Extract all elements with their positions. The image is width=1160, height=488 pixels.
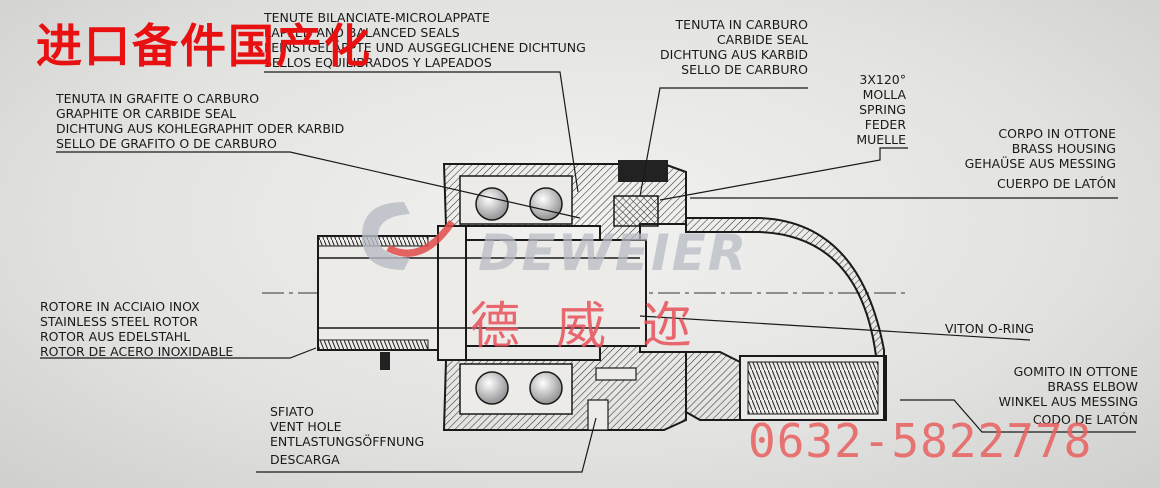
deweier-logo-icon (362, 202, 455, 270)
svg-text:CODO DE LATÓN: CODO DE LATÓN (1033, 412, 1138, 427)
svg-text:BRASS ELBOW: BRASS ELBOW (1047, 379, 1138, 394)
svg-text:ENTLASTUNGSÖFFNUNG: ENTLASTUNGSÖFFNUNG (270, 433, 424, 449)
label-oring: VITON O-RING (945, 321, 1034, 336)
brass-housing-upper (442, 160, 687, 241)
svg-text:VENT HOLE: VENT HOLE (270, 419, 342, 434)
label-spring: 3X120° MOLLA SPRING FEDER MUELLE (856, 72, 906, 147)
svg-text:GRAPHITE OR CARBIDE SEAL: GRAPHITE OR CARBIDE SEAL (56, 106, 236, 121)
brass-housing-lower (442, 345, 687, 431)
svg-text:STAINLESS STEEL ROTOR: STAINLESS STEEL ROTOR (40, 314, 198, 329)
leader-lines (40, 71, 1136, 473)
svg-text:DICHTUNG AUS KARBID: DICHTUNG AUS KARBID (660, 47, 808, 62)
label-graphite-seal: TENUTA IN GRAFITE O CARBURO GRAPHITE OR … (55, 91, 344, 151)
svg-text:SELLO DE CARBURO: SELLO DE CARBURO (681, 62, 808, 77)
svg-text:TENUTA IN GRAFITE O CARBURO: TENUTA IN GRAFITE O CARBURO (55, 91, 259, 106)
svg-text:SFIATO: SFIATO (270, 404, 314, 419)
brass-elbow (685, 217, 887, 421)
svg-text:WINKEL AUS MESSING: WINKEL AUS MESSING (999, 394, 1138, 409)
label-rotor: ROTORE IN ACCIAIO INOX STAINLESS STEEL R… (40, 299, 233, 359)
svg-text:DESCARGA: DESCARGA (270, 452, 340, 467)
svg-text:CUERPO DE LATÓN: CUERPO DE LATÓN (997, 176, 1116, 191)
svg-text:SELLO DE GRAFITO O DE CARBURO: SELLO DE GRAFITO O DE CARBURO (56, 136, 277, 151)
svg-text:3X120°: 3X120° (859, 72, 906, 87)
svg-text:MOLLA: MOLLA (863, 87, 907, 102)
svg-text:ROTORE IN ACCIAIO INOX: ROTORE IN ACCIAIO INOX (40, 299, 200, 314)
brand-en-watermark: DEWEIER (478, 224, 749, 282)
svg-text:BRASS HOUSING: BRASS HOUSING (1012, 141, 1116, 156)
svg-text:TENUTA IN CARBURO: TENUTA IN CARBURO (675, 17, 809, 32)
label-vent: SFIATO VENT HOLE ENTLASTUNGSÖFFNUNG DESC… (270, 404, 424, 467)
label-carbide-seal: TENUTA IN CARBURO CARBIDE SEAL DICHTUNG … (660, 17, 808, 77)
svg-text:ROTOR AUS EDELSTAHL: ROTOR AUS EDELSTAHL (40, 329, 190, 344)
svg-text:VITON O-RING: VITON O-RING (945, 321, 1034, 336)
svg-text:GEHAÜSE AUS MESSING: GEHAÜSE AUS MESSING (965, 155, 1116, 171)
svg-text:LAPPED AND BALANCED SEALS: LAPPED AND BALANCED SEALS (264, 25, 460, 40)
svg-text:CORPO IN OTTONE: CORPO IN OTTONE (998, 126, 1116, 141)
brand-cn-watermark: 德威迩 (470, 297, 728, 355)
svg-text:GOMITO IN OTTONE: GOMITO IN OTTONE (1014, 364, 1139, 379)
svg-text:MUELLE: MUELLE (856, 132, 906, 147)
svg-text:DICHTUNG AUS KOHLEGRAPHIT ODER: DICHTUNG AUS KOHLEGRAPHIT ODER KARBID (56, 121, 344, 136)
svg-text:SELLOS EQUILIBRADOS Y LAPEADOS: SELLOS EQUILIBRADOS Y LAPEADOS (264, 55, 492, 70)
svg-text:FEINSTGELÄPPTE UND AUSGEGLICHE: FEINSTGELÄPPTE UND AUSGEGLICHENE DICHTUN… (264, 40, 586, 55)
svg-text:CARBIDE SEAL: CARBIDE SEAL (717, 32, 808, 47)
title-overlay: 进口备件国产化 (36, 19, 372, 73)
svg-text:ROTOR DE ACERO INOXIDABLE: ROTOR DE ACERO INOXIDABLE (40, 344, 233, 359)
label-elbow: GOMITO IN OTTONE BRASS ELBOW WINKEL AUS … (999, 364, 1138, 427)
svg-text:FEDER: FEDER (865, 117, 907, 132)
svg-text:TENUTE BILANCIATE-MICROLAPPATE: TENUTE BILANCIATE-MICROLAPPATE (263, 10, 490, 25)
label-balanced-seals: TENUTE BILANCIATE-MICROLAPPATE LAPPED AN… (263, 10, 586, 70)
phone-number: 0632-5822778 (748, 414, 1093, 468)
label-housing: CORPO IN OTTONE BRASS HOUSING GEHAÜSE AU… (965, 126, 1116, 191)
svg-text:SPRING: SPRING (859, 102, 906, 117)
